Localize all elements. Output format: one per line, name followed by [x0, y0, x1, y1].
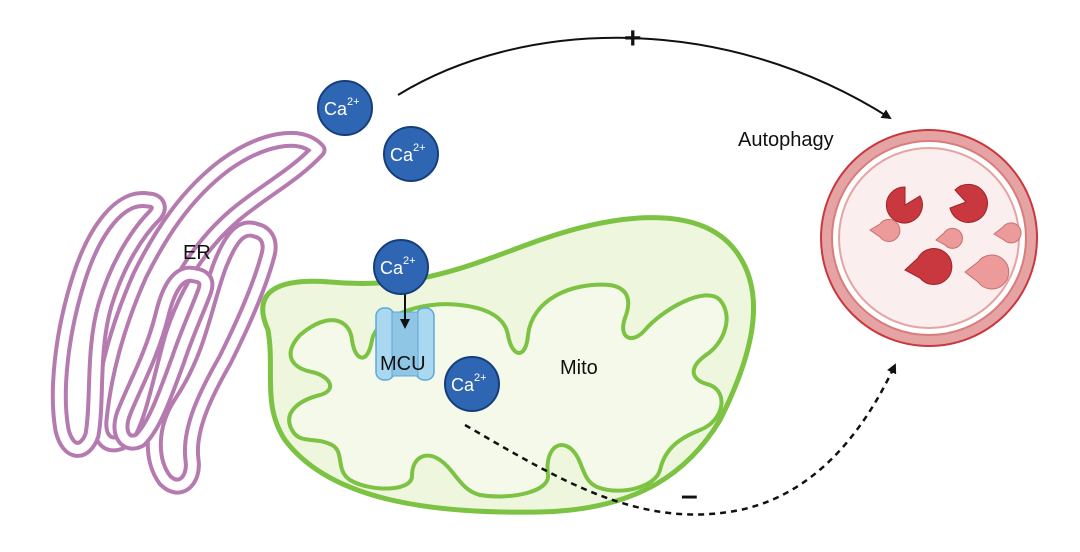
calcium-ion-4: Ca 2+: [444, 356, 500, 412]
calcium-ion-icon: [317, 80, 373, 136]
mitochondrion: Mito: [260, 215, 757, 515]
er-organelle: ER: [50, 130, 327, 495]
calcium-ion-icon: [383, 126, 439, 182]
ion-charge: 2+: [347, 96, 360, 108]
ion-charge: 2+: [474, 372, 487, 384]
er-outline-fill: [95, 134, 323, 449]
calcium-ion-icon: [444, 356, 500, 412]
ion-charge: 2+: [413, 142, 426, 154]
ion-symbol: Ca: [380, 258, 404, 278]
er-cisterna-3-inner: [116, 269, 211, 447]
pacman-cargo-icon: [935, 227, 963, 249]
ion-symbol: Ca: [390, 145, 414, 165]
mcu-label: MCU: [380, 353, 426, 375]
mcu-channel: MCU: [375, 286, 435, 381]
lysosome-lumen: [838, 147, 1020, 329]
pacman-cargo-icon: [949, 183, 988, 223]
ion-symbol: Ca: [324, 99, 348, 119]
er-cisterna-1-inner: [54, 195, 163, 454]
inhibition-arrow: [464, 363, 897, 516]
er-label: ER: [183, 242, 211, 264]
mito-label: Mito: [560, 357, 598, 379]
calcium-ion-2: Ca 2+: [383, 126, 439, 182]
calcium-ion-1: Ca 2+: [317, 80, 373, 136]
autophagy-label: Autophagy: [738, 129, 834, 151]
pacman-cargo-icon: [993, 222, 1022, 244]
calcium-ion-icon: [373, 239, 429, 295]
pacman-cargo-icon: [885, 186, 923, 224]
activation-arrow: [397, 36, 892, 120]
minus-sign: –: [681, 479, 698, 512]
ion-symbol: Ca: [451, 375, 475, 395]
pacman-cargo-icon: [904, 248, 953, 285]
pacman-cargo-icon: [869, 219, 901, 242]
calcium-ion-3: Ca 2+: [373, 239, 429, 295]
ion-charge: 2+: [403, 255, 416, 267]
pacman-cargo-icon: [964, 254, 1010, 290]
lysosome-icon: [820, 129, 1038, 347]
plus-sign: +: [624, 22, 642, 55]
